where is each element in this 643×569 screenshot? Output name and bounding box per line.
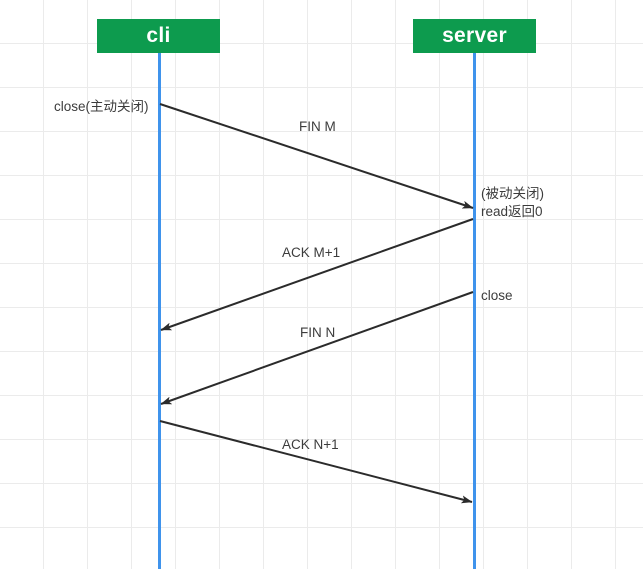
annotation-server-passive-close: (被动关闭) read返回0 [481,185,544,221]
message-label-ack-m-plus-1: ACK M+1 [282,245,341,260]
annotation-line: (被动关闭) [481,186,544,201]
lifeline-cli [158,53,161,569]
message-arrow-fin-n [160,291,474,405]
message-label-fin-m: FIN M [299,119,336,134]
message-arrow-ack-n-plus-1 [159,420,473,504]
annotation-server-close: close [481,287,513,305]
message-label-fin-n: FIN N [300,325,336,340]
participant-label-server: server [442,24,507,47]
annotation-line: read返回0 [481,204,543,220]
annotation-client-active-close: close(主动关闭) [54,98,149,116]
participant-box-server[interactable]: server [413,19,536,53]
annotation-line: close [481,288,513,303]
annotation-line: close(主动关闭) [54,99,149,114]
message-arrow-ack-m-plus-1 [160,218,474,331]
participant-box-cli[interactable]: cli [97,19,220,53]
message-arrow-fin-m [159,103,474,209]
message-label-ack-n-plus-1: ACK N+1 [282,437,339,452]
lifeline-server [473,53,476,569]
participant-label-cli: cli [146,24,171,47]
